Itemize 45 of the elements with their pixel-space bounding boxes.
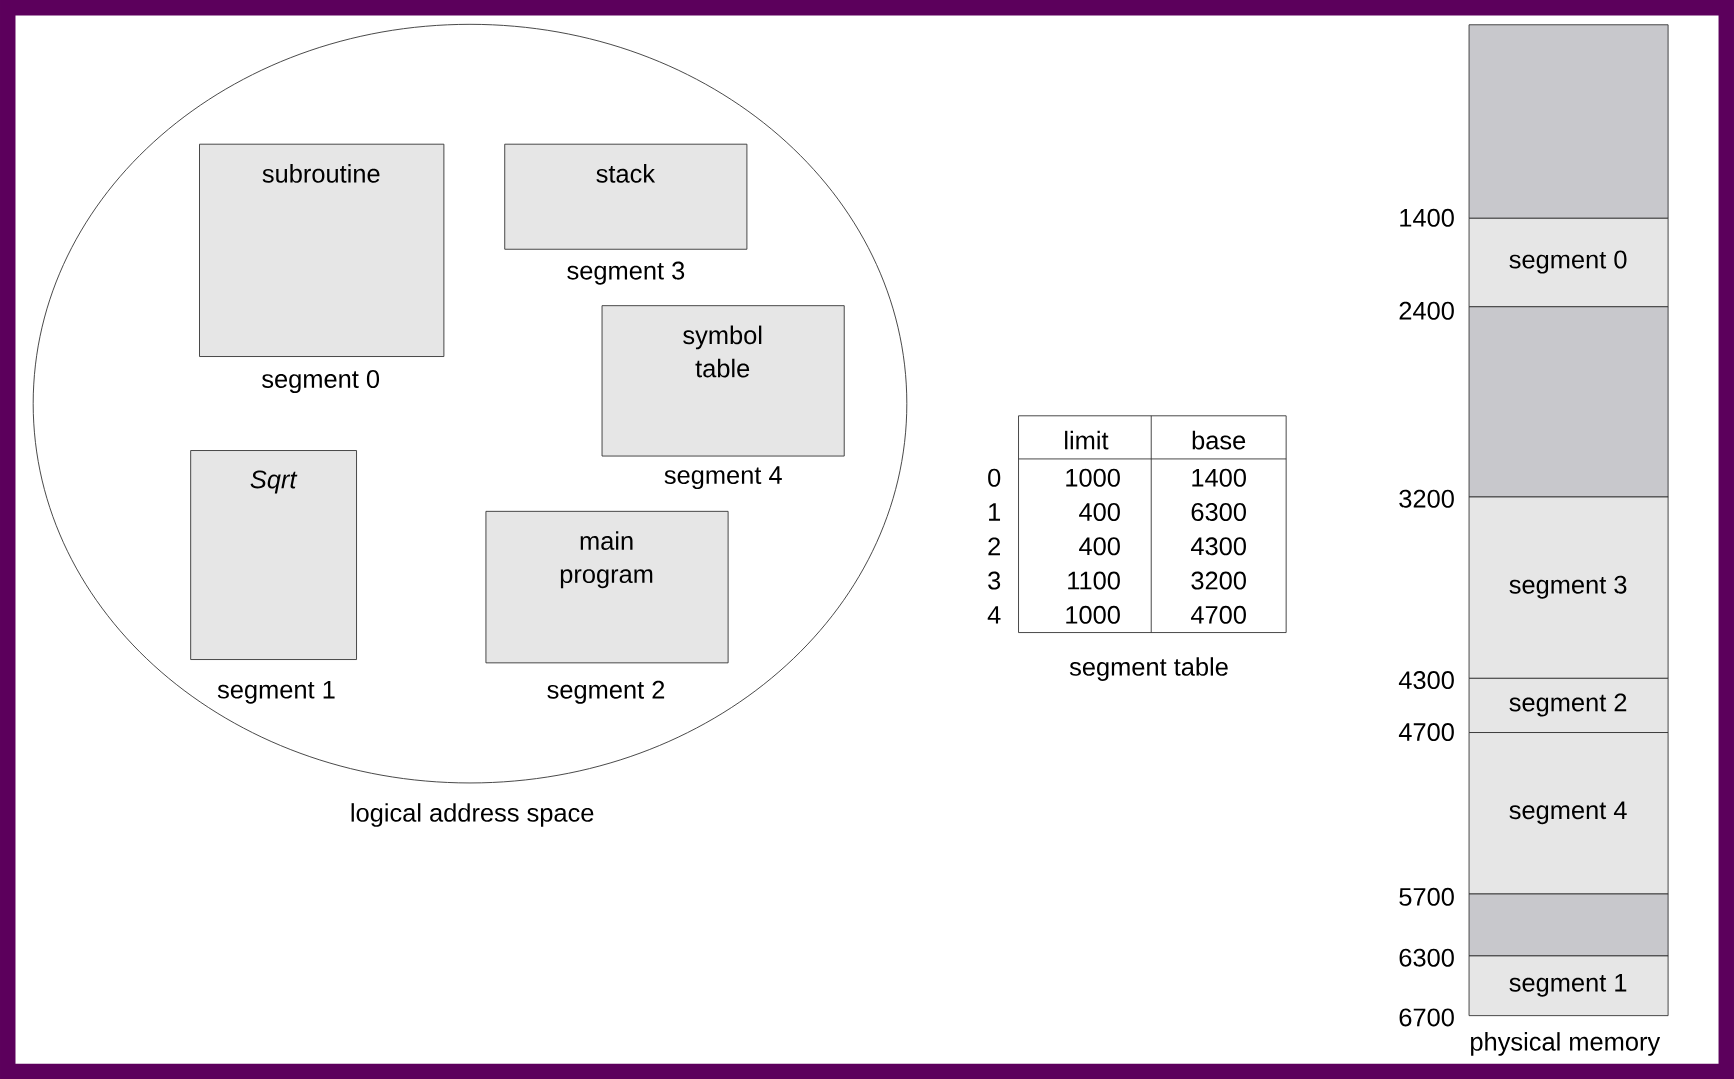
segment-box: Sqrt [190, 449, 357, 660]
table-cell: 4300 [1191, 537, 1246, 556]
address-label: 4700 [1398, 722, 1454, 741]
memory-segment: segment 2 [1468, 677, 1669, 733]
segment-box: symbol table [601, 305, 845, 457]
table-cell: 400 [1079, 502, 1120, 521]
segment-box: stack [504, 143, 748, 250]
segment-label: segment 3 [567, 261, 685, 285]
address-label: 6700 [1399, 1008, 1454, 1027]
table-cell: 3200 [1191, 571, 1246, 590]
free-memory-block [1468, 893, 1669, 957]
address-space-ellipse [32, 23, 908, 784]
table-cell: 4700 [1191, 605, 1246, 624]
table-header: base [1192, 430, 1246, 450]
address-label: 1400 [1400, 208, 1454, 227]
row-index: 1 [989, 503, 1000, 521]
row-index: 4 [987, 605, 1001, 624]
segment-label: logical address space [351, 803, 594, 827]
address-label: 4300 [1398, 670, 1454, 689]
segment-label: segment 1 [217, 680, 335, 704]
free-memory-block [1468, 306, 1669, 498]
table-caption: segment table [1069, 657, 1228, 681]
memory-segment: segment 0 [1468, 217, 1669, 308]
table-cell: 1000 [1066, 605, 1120, 624]
row-index: 3 [988, 571, 1001, 590]
table-cell: 1100 [1068, 571, 1120, 590]
segment-label: segment 4 [664, 466, 782, 489]
memory-segment: segment 1 [1468, 955, 1669, 1016]
table-cell: 400 [1079, 537, 1120, 556]
table-cell: 1400 [1192, 468, 1246, 487]
segment-label: segment 0 [262, 369, 380, 393]
segment-label: segment 2 [547, 680, 665, 704]
segment-box: main program [485, 510, 729, 664]
row-index: 2 [988, 537, 1000, 555]
memory-caption: physical memory [1471, 1031, 1661, 1056]
free-memory-block [1468, 24, 1669, 219]
row-index: 0 [988, 468, 1001, 487]
address-label: 6300 [1399, 948, 1454, 967]
address-label: 5700 [1399, 887, 1454, 906]
table-cell: 6300 [1191, 502, 1246, 521]
table-header: limit [1065, 430, 1109, 450]
table-cell: 1000 [1066, 468, 1120, 487]
address-label: 2400 [1399, 301, 1454, 320]
address-label: 3200 [1399, 489, 1454, 508]
segment-box: subroutine [199, 143, 445, 357]
